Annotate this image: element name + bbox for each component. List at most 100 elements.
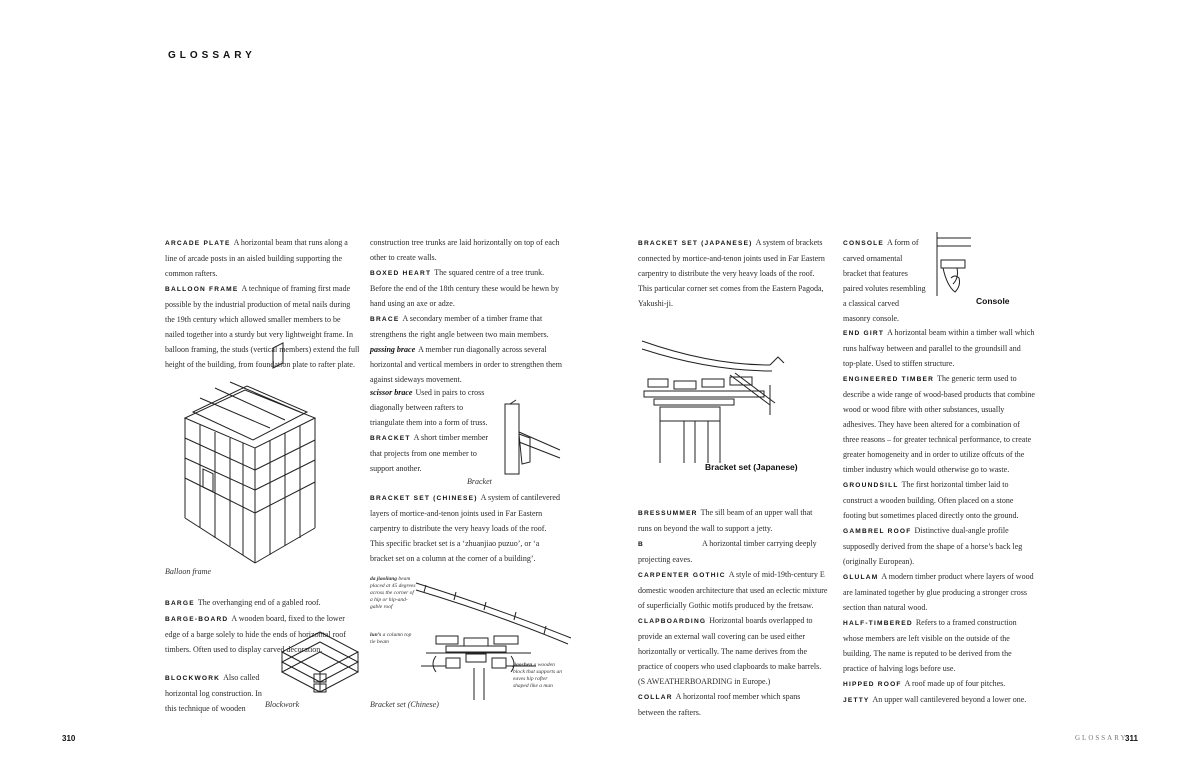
entry-glulam: glulamA modern timber product where laye…	[843, 569, 1035, 615]
term: end girt	[843, 330, 885, 337]
definition: A technique of framing first made possib…	[165, 284, 360, 369]
note-text: beam placed at 45 degrees across the cor…	[370, 576, 416, 610]
glossary-column-3-lower: bressummerThe sill beam of an upper wall…	[638, 505, 828, 720]
bracket-illustration	[500, 402, 562, 477]
note-jiaoshen: jiaoshen a wooden block that supports an…	[513, 662, 563, 690]
definition: A system of brackets connected by mortic…	[638, 238, 825, 308]
entry-bracket: bracketA short timber member that projec…	[370, 430, 494, 476]
entry-gambrel-roof: gambrel roofDistinctive dual-angle profi…	[843, 523, 1035, 569]
entry-jetty: jettyAn upper wall cantilevered beyond a…	[843, 692, 1035, 708]
definition: A member run diagonally across several h…	[370, 345, 562, 384]
definition: The squared centre of a tree trunk. Befo…	[370, 268, 560, 308]
console-caption: Console	[976, 296, 1010, 306]
definition: Used in pairs to cross diagonally betwee…	[370, 388, 488, 427]
definition: A horizontal beam that runs along a line…	[165, 238, 348, 278]
definition: A horizontal beam within a timber wall w…	[843, 328, 1035, 368]
entry-barge: bargeThe overhanging end of a gabled roo…	[165, 595, 360, 611]
left-page-number: 310	[62, 734, 76, 743]
glossary-column-1: arcade plateA horizontal beam that runs …	[165, 235, 360, 372]
running-head: GLOSSARY	[1075, 734, 1128, 742]
term: brace	[370, 316, 400, 323]
bracket-set-japanese-caption: Bracket set (Japanese)	[705, 462, 798, 472]
continued-text: construction tree trunks are laid horizo…	[370, 238, 560, 262]
entry-arcade-plate: arcade plateA horizontal beam that runs …	[165, 235, 360, 281]
term: scissor brace	[370, 388, 413, 397]
entry-hipped-roof: hipped roofA roof made up of four pitche…	[843, 676, 1035, 692]
entry-blockwork: blockworkAlso called horizontal log cons…	[165, 670, 267, 716]
definition: A style of mid-19th-century E domestic w…	[638, 570, 828, 610]
entry-carpenter-gothic: carpenter gothicA style of mid-19th-cent…	[638, 567, 828, 613]
note-term: jiaoshen	[513, 662, 533, 668]
entry-collar: collarA horizontal roof member which spa…	[638, 689, 828, 720]
definition: A horizontal timber carrying deeply proj…	[638, 539, 817, 564]
term: arcade plate	[165, 240, 231, 247]
glossary-column-3: bracket set (Japanese)A system of bracke…	[638, 235, 828, 311]
term: carpenter gothic	[638, 572, 726, 579]
entry-end-girt: end girtA horizontal beam within a timbe…	[843, 325, 1035, 371]
glossary-column-4-console: consoleA form of carved ornamental brack…	[843, 235, 927, 326]
term: console	[843, 240, 885, 247]
note-text: a column top tie beam	[370, 632, 412, 645]
term: blockwork	[165, 675, 221, 682]
entry-bracket-set-chinese: bracket set (Chinese)A system of cantile…	[370, 490, 562, 566]
definition: Also called horizontal log construction.…	[165, 673, 262, 713]
definition: The generic term used to describe a wide…	[843, 374, 1035, 474]
entry-cantilever: bA horizontal timber carrying deeply pro…	[638, 536, 828, 567]
definition: Refers to a framed construction whose me…	[843, 618, 1017, 673]
note-da-jiaoliang: da jiaoliang beam placed at 45 degrees a…	[370, 576, 418, 611]
glossary-column-1-blockwork: blockworkAlso called horizontal log cons…	[165, 670, 267, 716]
definition: A short timber member that projects from…	[370, 433, 489, 473]
definition: A modern timber product where layers of …	[843, 572, 1034, 612]
glossary-column-2: construction tree trunks are laid horizo…	[370, 235, 562, 387]
balloon-frame-illustration	[175, 378, 325, 568]
definition: A form of carved ornamental bracket that…	[843, 238, 926, 323]
term: engineered timber	[843, 376, 935, 383]
definition: Distinctive dual-angle profile supposedl…	[843, 526, 1023, 566]
term: hipped roof	[843, 681, 902, 688]
definition: A horizontal roof member which spans bet…	[638, 692, 801, 717]
entry-clapboarding: clapboardingHorizontal boards overlapped…	[638, 613, 828, 689]
definition: The overhanging end of a gabled roof.	[197, 598, 321, 607]
definition: A roof made up of four pitches.	[904, 679, 1006, 688]
entry-balloon-frame: balloon frameA technique of framing firs…	[165, 281, 360, 372]
glossary-column-4: end girtA horizontal beam within a timbe…	[843, 325, 1035, 708]
definition: An upper wall cantilevered beyond a lowe…	[872, 695, 1027, 704]
term: bracket set (Chinese)	[370, 495, 478, 502]
glossary-column-1-lower: bargeThe overhanging end of a gabled roo…	[165, 595, 360, 657]
definition: The first horizontal timber laid to cons…	[843, 480, 1019, 520]
term: groundsill	[843, 482, 899, 489]
definition: The sill beam of an upper wall that runs…	[638, 508, 813, 533]
entry-console: consoleA form of carved ornamental brack…	[843, 235, 927, 326]
bracket-set-chinese-caption: Bracket set (Chinese)	[370, 700, 439, 709]
glossary-column-2-lower: bracket set (Chinese)A system of cantile…	[370, 490, 562, 566]
entry-boxed-heart: boxed heartThe squared centre of a tree …	[370, 265, 562, 311]
term: barge	[165, 600, 195, 607]
bracket-caption: Bracket	[467, 477, 492, 486]
term: gambrel roof	[843, 528, 912, 535]
term: collar	[638, 694, 673, 701]
note-luns: lun’s a column top tie beam	[370, 632, 418, 646]
note-text: a wooden block that supports an eaves hi…	[513, 662, 563, 689]
blockwork-illustration	[280, 632, 360, 700]
term: clapboarding	[638, 618, 707, 625]
entry-bressummer: bressummerThe sill beam of an upper wall…	[638, 505, 828, 536]
note-term: da jiaoliang	[370, 576, 398, 582]
definition: Horizontal boards overlapped to provide …	[638, 616, 822, 686]
term: passing brace	[370, 345, 416, 354]
term: bracket	[370, 435, 411, 442]
entry-groundsill: groundsillThe first horizontal timber la…	[843, 477, 1035, 523]
blockwork-caption: Blockwork	[265, 700, 300, 709]
right-page-number: 311	[1125, 734, 1138, 743]
entry-half-timbered: half-timberedRefers to a framed construc…	[843, 615, 1035, 676]
bracket-set-japanese-illustration	[640, 335, 800, 465]
note-term: lun’s	[370, 632, 382, 638]
definition: A secondary member of a timber frame tha…	[370, 314, 549, 339]
definition: A system of cantilevered layers of morti…	[370, 493, 560, 563]
term: barge-board	[165, 616, 229, 623]
balloon-frame-caption: Balloon frame	[165, 567, 211, 576]
console-illustration	[933, 232, 973, 297]
